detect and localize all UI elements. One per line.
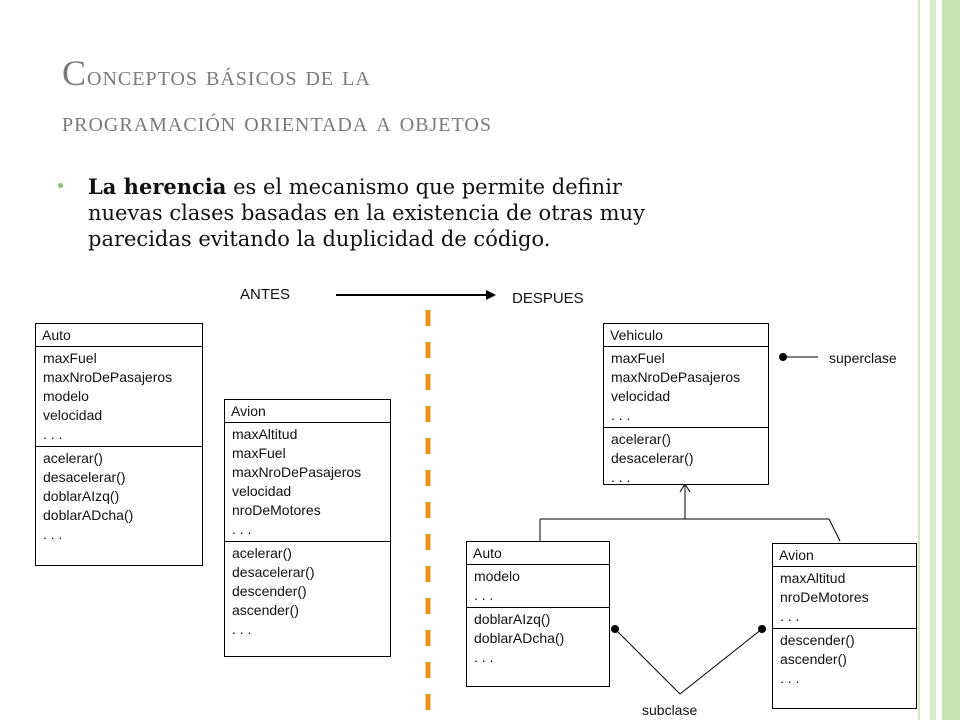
uml-methods-section: acelerar() desacelerar() doblarAIzq() dobla… xyxy=(36,446,202,546)
uml-methods-section: doblarAIzq() doblarADcha() . . . xyxy=(467,607,609,669)
uml-attribute: maxFuel xyxy=(611,350,665,366)
uml-methods-section: acelerar() desacelerar() descender() ascend… xyxy=(225,541,390,641)
slide-title-line-1: Conceptos básicos de la xyxy=(62,53,371,93)
bullet-line-1: La herencia es el mecanismo que permite … xyxy=(88,174,622,199)
uml-attributes-section: maxAltitud nroDeMotores . . . xyxy=(773,567,916,628)
uml-method: doblarAIzq() xyxy=(43,488,120,504)
uml-attribute: . . . xyxy=(474,587,494,603)
uml-methods-section: descender() ascender() . . . xyxy=(773,628,916,690)
uml-method: acelerar() xyxy=(43,450,103,466)
bullet-icon xyxy=(58,183,63,188)
uml-attribute: maxAltitud xyxy=(232,426,298,442)
uml-method: desacelerar() xyxy=(43,469,126,485)
uml-method: doblarAIzq() xyxy=(474,611,551,627)
uml-attribute: nroDeMotores xyxy=(780,589,869,605)
uml-attribute: velocidad xyxy=(611,388,671,404)
slide-title: Conceptos básicos de la programación ori… xyxy=(62,50,882,146)
uml-class-name: Vehiculo xyxy=(604,324,768,347)
uml-class-name: Auto xyxy=(467,542,609,565)
uml-attribute: maxNroDePasajeros xyxy=(232,464,362,480)
uml-attributes-section: maxFuel maxNroDePasajeros velocidad . . . xyxy=(604,347,768,427)
uml-class-vehiculo: Vehiculo maxFuel maxNroDePasajeros velocida… xyxy=(603,323,769,485)
subclase-label: subclase xyxy=(642,702,698,718)
uml-attributes-section: maxAltitud maxFuel maxNroDePasajeros veloci… xyxy=(225,423,390,541)
uml-attributes-section: modelo . . . xyxy=(467,565,609,607)
uml-attribute: modelo xyxy=(474,568,520,584)
frame-border-thin xyxy=(918,0,920,720)
uml-method: . . . xyxy=(232,621,252,637)
bullet-line-2: nuevas clases basadas en la existencia d… xyxy=(88,201,645,225)
bullet-paragraph: La herencia es el mecanismo que permite … xyxy=(88,174,848,252)
uml-attribute: . . . xyxy=(232,521,252,537)
antes-despues-arrow-head xyxy=(486,290,496,300)
uml-methods-section: acelerar() desacelerar() . . . xyxy=(604,427,768,489)
uml-method: descender() xyxy=(780,632,855,648)
frame-border-band-2 xyxy=(942,0,960,720)
uml-method: acelerar() xyxy=(611,431,671,447)
uml-class-name: Avion xyxy=(225,400,390,423)
uml-method: ascender() xyxy=(780,651,847,667)
uml-attribute: . . . xyxy=(780,608,800,624)
slide-title-line-2: programación orientada a objetos xyxy=(62,107,492,138)
uml-class-after-auto: Auto modelo . . . doblarAIzq() doblarADcha()… xyxy=(466,541,610,687)
uml-attribute: maxFuel xyxy=(232,445,286,461)
subclase-line-left xyxy=(614,628,681,695)
uml-method: acelerar() xyxy=(232,545,292,561)
subclase-line-right xyxy=(679,628,763,695)
uml-attribute: maxNroDePasajeros xyxy=(43,369,173,385)
inheritance-right-branch xyxy=(828,518,841,542)
uml-method: . . . xyxy=(780,670,800,686)
despues-label: DESPUES xyxy=(512,290,584,307)
uml-method: doblarADcha() xyxy=(474,630,565,646)
uml-method: descender() xyxy=(232,583,307,599)
uml-method: doblarADcha() xyxy=(43,507,134,523)
uml-attribute: maxAltitud xyxy=(780,570,846,586)
uml-class-before-avion: Avion maxAltitud maxFuel maxNroDePasajeros v… xyxy=(224,399,391,657)
uml-class-name: Auto xyxy=(36,324,202,347)
uml-attribute: . . . xyxy=(43,426,63,442)
superclase-label: superclase xyxy=(829,350,897,366)
uml-attributes-section: maxFuel maxNroDePasajeros modelo velocidad.… xyxy=(36,347,202,446)
bullet-line-3: parecidas evitando la duplicidad de códi… xyxy=(88,227,551,251)
uml-class-before-auto: Auto maxFuel maxNroDePasajeros modelo veloci… xyxy=(35,323,203,566)
uml-attribute: nroDeMotores xyxy=(232,502,321,518)
uml-method: . . . xyxy=(474,649,494,665)
uml-attribute: modelo xyxy=(43,388,89,404)
frame-border-band-1 xyxy=(930,0,936,720)
antes-label: ANTES xyxy=(240,286,291,303)
uml-attribute: velocidad xyxy=(232,483,292,499)
uml-method: . . . xyxy=(43,526,63,542)
uml-attribute: velocidad xyxy=(43,407,103,423)
uml-method: desacelerar() xyxy=(611,450,694,466)
uml-attribute: maxFuel xyxy=(43,350,97,366)
uml-method: . . . xyxy=(611,469,631,485)
uml-attribute: . . . xyxy=(611,407,631,423)
uml-method: desacelerar() xyxy=(232,564,315,580)
uml-attribute: maxNroDePasajeros xyxy=(611,369,741,385)
uml-class-name: Avion xyxy=(773,544,916,567)
uml-method: ascender() xyxy=(232,602,299,618)
